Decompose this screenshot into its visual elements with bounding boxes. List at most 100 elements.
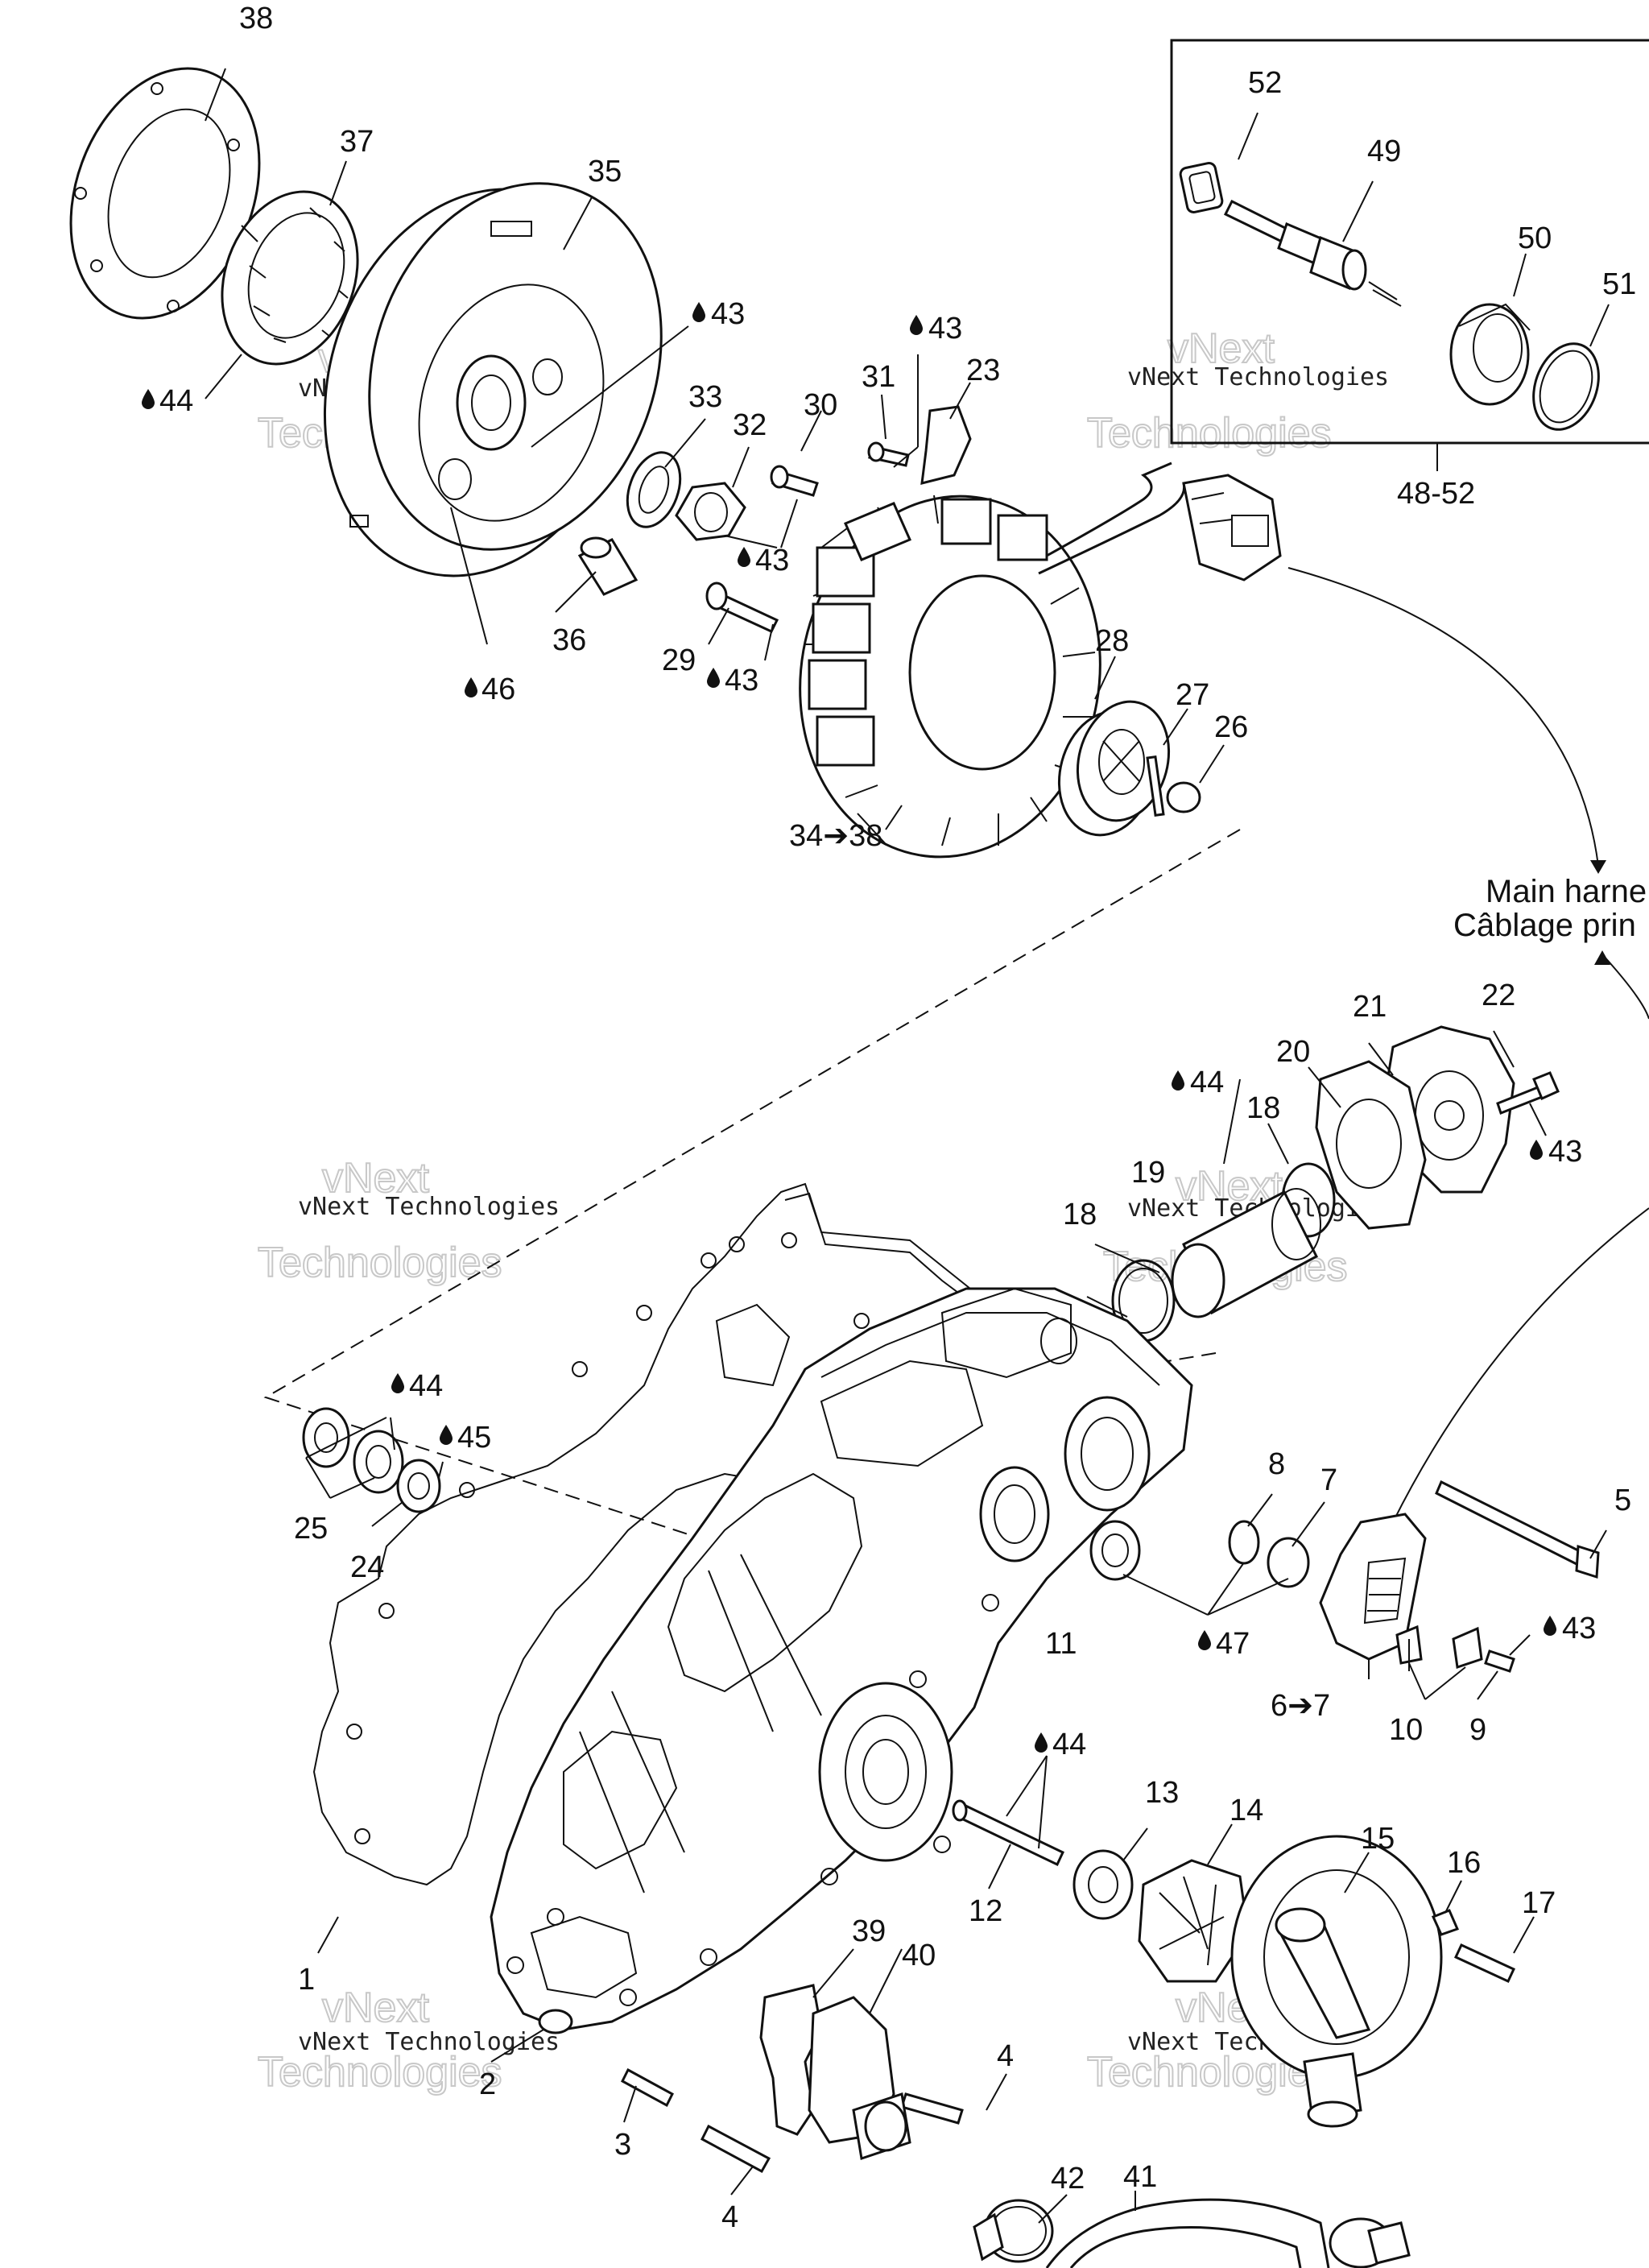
oil-drop-icon <box>465 677 477 697</box>
pin <box>1368 281 1402 307</box>
watermark-text: vNext Technologies <box>298 2028 560 2056</box>
leader-lines-upper <box>205 68 1225 845</box>
pump-shaft-12 <box>952 1799 1064 1867</box>
harness-label-fr: Câblage prin <box>1453 908 1636 943</box>
crankcase-cover-1 <box>490 1287 1193 2031</box>
clamp-42 <box>973 2199 1411 2268</box>
screw-30 <box>770 465 819 497</box>
ring-51 <box>1532 342 1600 431</box>
bolt-29 <box>705 581 779 633</box>
bolt-4 <box>701 2124 771 2174</box>
callout-18: 18 <box>1063 1198 1097 1231</box>
callout-27: 27 <box>1176 678 1209 712</box>
bolt-17 <box>1454 1943 1515 1983</box>
callout-29: 29 <box>662 644 696 677</box>
callout-44: 44 <box>1052 1728 1086 1761</box>
harness-connector <box>1182 474 1282 581</box>
callout-21: 21 <box>1353 990 1387 1024</box>
callout-19: 19 <box>1131 1156 1165 1190</box>
callout-5: 5 <box>1614 1484 1631 1517</box>
callout-6-7: 6➔7 <box>1271 1689 1330 1723</box>
callout-labels: 38 37 35 44 43 33 32 30 31 43 23 43 29 4… <box>142 2 1647 2234</box>
callout-26: 26 <box>1214 710 1248 744</box>
gasket-39 <box>759 1984 823 2136</box>
tube-19 <box>1171 1188 1321 1318</box>
watermark-text: vNext Technologies <box>1127 363 1389 391</box>
callout-2: 2 <box>479 2067 496 2101</box>
assembly-dashline <box>263 829 1241 1539</box>
callout-7: 7 <box>1320 1463 1337 1497</box>
callout-43: 43 <box>1548 1135 1582 1169</box>
watermark-outline: Technologies <box>1087 410 1332 457</box>
inset-connector-kit <box>1170 39 1649 471</box>
callout-42: 42 <box>1051 2162 1085 2196</box>
thermostat-housing-40 <box>808 1996 911 2160</box>
callout-20: 20 <box>1276 1035 1310 1069</box>
seal-52 <box>1179 162 1224 213</box>
callout-23: 23 <box>966 354 1000 387</box>
oil-drop-icon <box>707 668 720 688</box>
bolt-36 <box>577 536 639 596</box>
leader-line <box>1342 180 1374 242</box>
callout-4: 4 <box>721 2200 738 2234</box>
watermark-outline: vNext <box>322 1984 429 2031</box>
bolt-4 <box>900 2092 964 2125</box>
oil-drop-icon <box>738 547 750 567</box>
callout-44: 44 <box>409 1369 443 1403</box>
plug-26 <box>1166 781 1201 813</box>
screw-31 <box>867 441 910 467</box>
o-ring-7 <box>1267 1537 1310 1588</box>
gasket-hole <box>1336 1099 1402 1189</box>
oil-drop-icon <box>1198 1630 1211 1650</box>
callout-31: 31 <box>862 360 895 394</box>
callout-44: 44 <box>1190 1066 1224 1099</box>
gasket-20 <box>1315 1060 1427 1230</box>
bolt-5 <box>1435 1480 1600 1579</box>
watermark-text: vNext Technologies <box>298 1193 560 1221</box>
callout-36: 36 <box>552 623 586 657</box>
pin-27 <box>1146 755 1165 817</box>
bearings-25 <box>302 1407 404 1494</box>
callout-16: 16 <box>1447 1846 1481 1880</box>
callout-32: 32 <box>733 408 767 442</box>
callout-40: 40 <box>902 1939 936 1972</box>
leader-lines-lower <box>305 1030 1607 2224</box>
hose-41 <box>1069 2226 1302 2268</box>
leader-line <box>1589 304 1610 347</box>
sprag-clutch-37 <box>221 190 359 366</box>
callout-9: 9 <box>1469 1713 1486 1747</box>
watermark-outline: Technologies <box>258 1240 502 1286</box>
oil-drop-icon <box>910 315 923 335</box>
callout-43: 43 <box>755 544 789 577</box>
oil-drop-icon <box>1530 1140 1543 1160</box>
seal-24 <box>396 1459 441 1513</box>
harness-route <box>1287 567 1649 1523</box>
callout-14: 14 <box>1230 1794 1263 1827</box>
callout-30: 30 <box>804 388 837 422</box>
clip-10 <box>1452 1626 1483 1669</box>
oil-drop-icon <box>440 1425 453 1445</box>
callout-43: 43 <box>711 297 745 331</box>
washer-33 <box>626 451 682 528</box>
callout-18: 18 <box>1246 1091 1280 1125</box>
callout-46: 46 <box>481 673 515 706</box>
callout-45: 45 <box>457 1421 491 1455</box>
callout-44: 44 <box>159 384 193 418</box>
callout-22: 22 <box>1482 979 1515 1012</box>
nut-32 <box>675 482 746 541</box>
leader-line <box>1238 112 1258 160</box>
callout-11: 11 <box>1045 1627 1077 1661</box>
seal-13 <box>1072 1849 1134 1920</box>
screw-16 <box>1431 1909 1460 1936</box>
callout-25: 25 <box>294 1512 328 1546</box>
bolt-22 <box>1496 1071 1560 1115</box>
harness-label-en: Main harne <box>1486 874 1647 909</box>
clip-23 <box>920 405 972 485</box>
callout-49: 49 <box>1367 135 1401 168</box>
flywheel-35 <box>323 182 663 577</box>
callout-28: 28 <box>1095 624 1129 658</box>
callout-3: 3 <box>614 2128 631 2162</box>
callout-48-52: 48-52 <box>1397 477 1475 511</box>
callout-41: 41 <box>1123 2160 1157 2194</box>
